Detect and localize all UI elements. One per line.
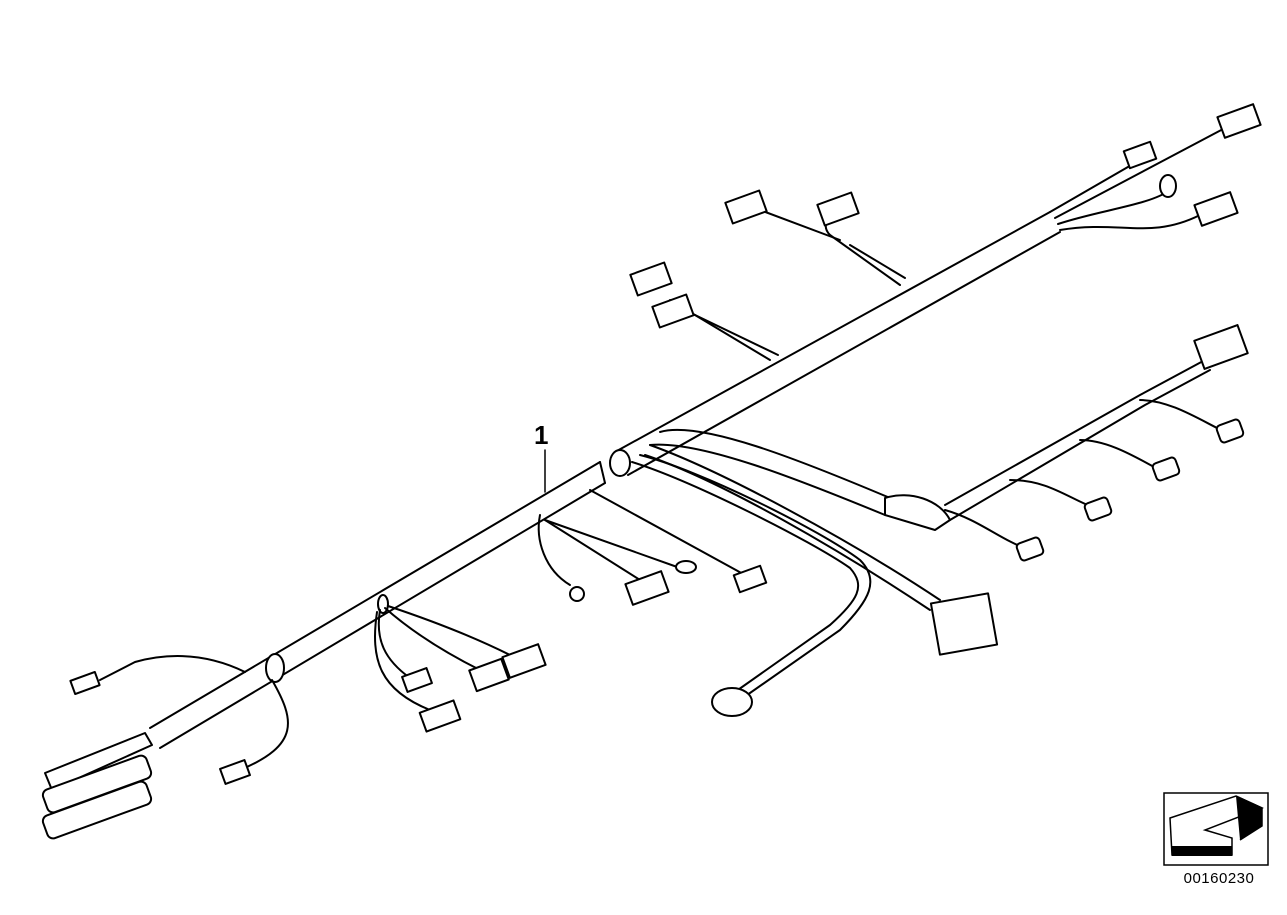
upper-branch-wires	[629, 189, 906, 361]
diagram-id: 00160230	[1183, 870, 1255, 887]
part-number-label: 1	[534, 420, 549, 450]
right-pigtails	[944, 399, 1245, 562]
lower-branch-wires	[374, 605, 547, 733]
top-right-wires	[1049, 103, 1262, 231]
square-connector-branch	[644, 444, 999, 656]
direction-arrow-icon	[1163, 792, 1269, 866]
main-trunk-lower	[149, 461, 606, 749]
left-wires	[69, 655, 289, 785]
right-branch-tube	[649, 324, 1249, 531]
round-connector-branch	[631, 454, 872, 717]
large-connector	[41, 732, 153, 840]
main-trunk-upper	[609, 211, 1061, 477]
middle-wires	[537, 489, 768, 606]
